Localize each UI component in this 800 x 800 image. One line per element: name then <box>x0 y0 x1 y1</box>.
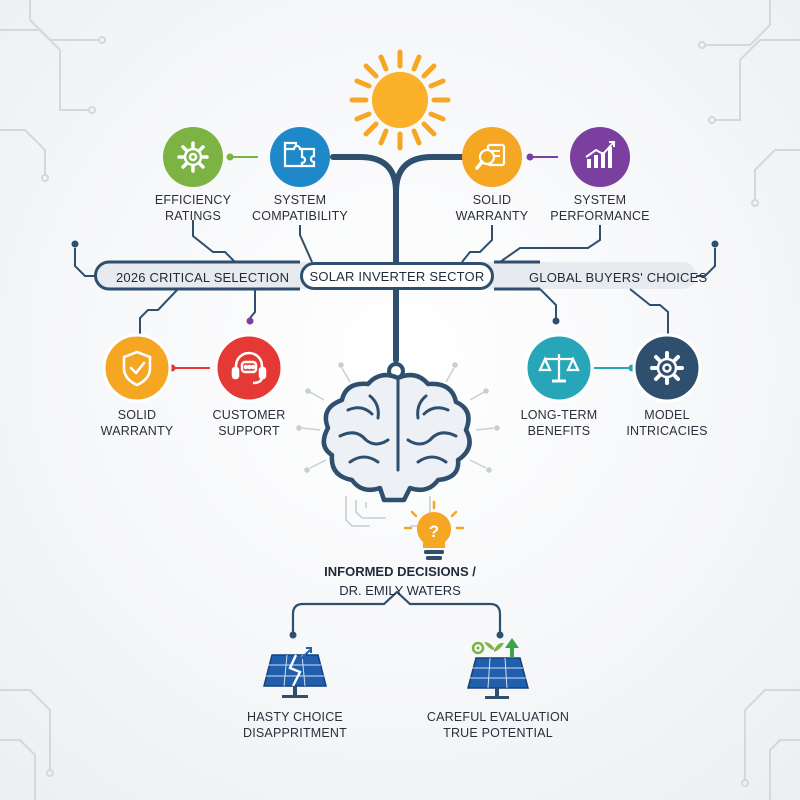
center-title: INFORMED DECISIONS / <box>324 564 476 579</box>
branch-dot-left <box>289 631 297 639</box>
lightbulb-question-icon: ? <box>403 500 465 560</box>
svg-text:?: ? <box>429 522 439 541</box>
node-long-term-benefits <box>524 333 594 403</box>
node-solid-warranty-top <box>462 127 522 187</box>
broken-solar-panel-icon <box>263 647 327 698</box>
mid-connector-dot-benefits <box>552 317 560 325</box>
node-solid-warranty-mid <box>102 333 172 403</box>
gear-icon <box>650 351 684 385</box>
small-gear-icon <box>471 641 485 655</box>
node-customer-support <box>214 333 284 403</box>
node-model-intricacies <box>632 333 702 403</box>
chart-up-icon <box>585 141 615 168</box>
node-circle <box>270 127 330 187</box>
top-connector-dots <box>71 240 719 248</box>
top-connectors <box>74 220 716 277</box>
node-links <box>172 156 632 369</box>
node-circle <box>570 127 630 187</box>
gear-icon <box>177 141 209 173</box>
branch-dot-right <box>496 631 504 639</box>
shield-check-icon <box>122 350 152 387</box>
bar-right-label: GLOBAL BUYERS' CHOICES <box>529 270 708 285</box>
node-circle <box>632 333 702 403</box>
node-circle <box>163 127 223 187</box>
headset-icon <box>231 351 267 385</box>
center-subtitle: DR. EMILY WATERS <box>339 583 461 598</box>
brain-icon <box>296 362 500 527</box>
mid-connector-dot-support <box>246 317 254 325</box>
node-system-compatibility <box>270 127 330 187</box>
bar-center-label: SOLAR INVERTER SECTOR <box>300 262 494 290</box>
informed-decisions-title: INFORMED DECISIONS / DR. EMILY WATERS <box>250 562 550 600</box>
growing-solar-panel-icon <box>467 638 529 699</box>
magnifier-checklist-icon <box>475 143 506 170</box>
sun-icon <box>349 49 451 151</box>
puzzle-icon <box>283 141 316 168</box>
node-efficiency-ratings <box>163 127 223 187</box>
outcome-branch <box>291 590 502 632</box>
node-system-performance <box>570 127 630 187</box>
node-circle <box>102 333 172 403</box>
tree-trunk <box>330 154 465 363</box>
mid-connectors <box>139 288 669 336</box>
bar-left-label: 2026 CRITICAL SELECTION <box>116 270 290 285</box>
scales-icon <box>538 354 580 383</box>
